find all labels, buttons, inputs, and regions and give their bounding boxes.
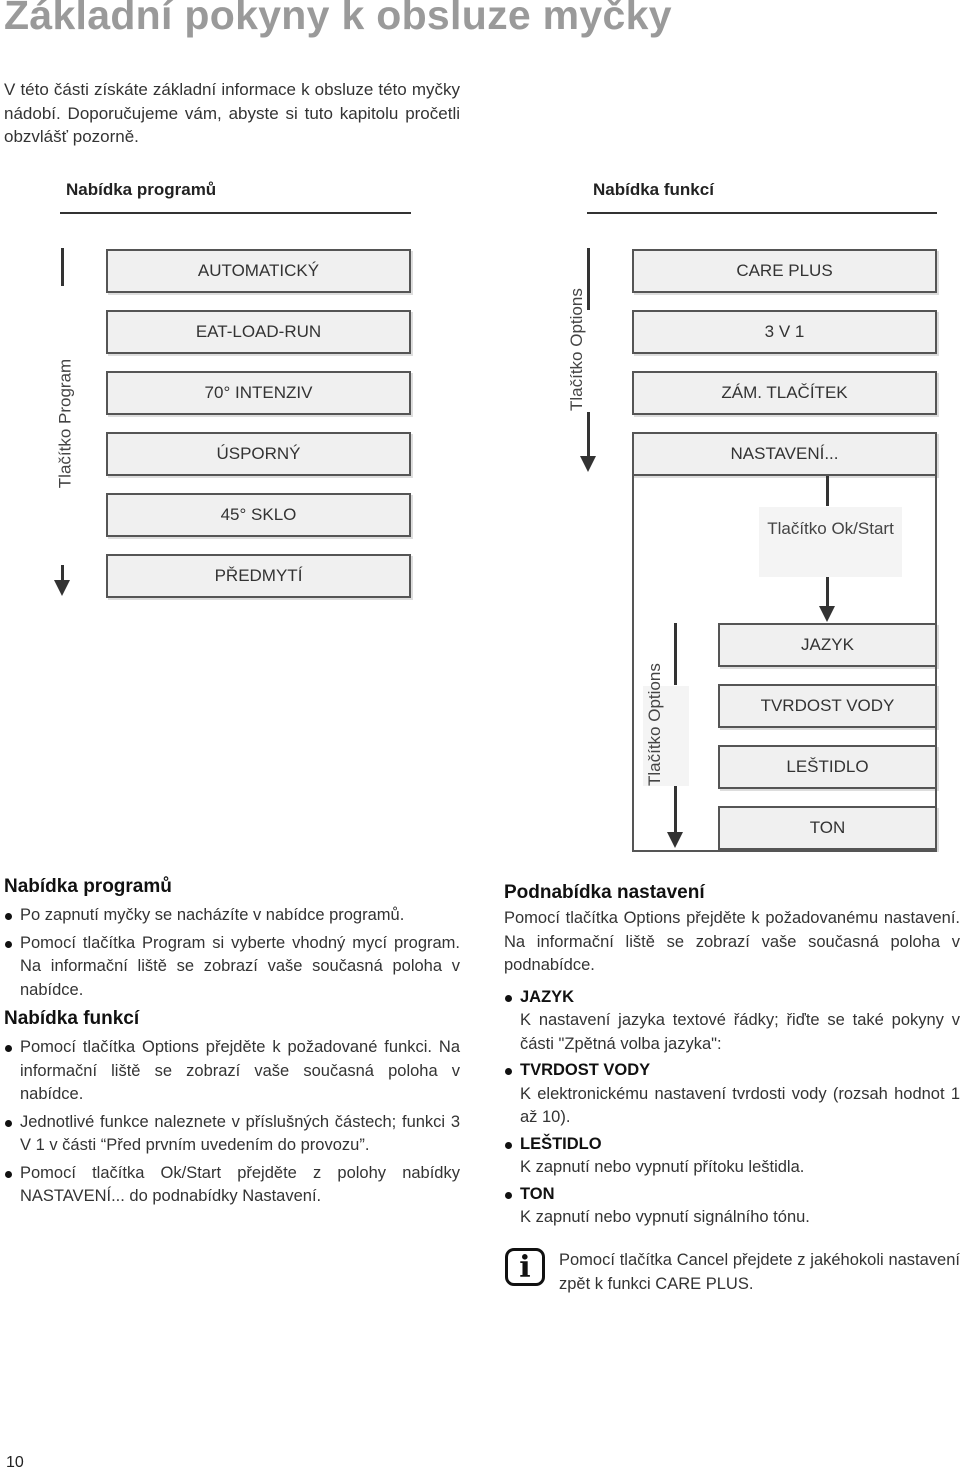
program-menu-heading: Nabídka programů	[4, 876, 172, 897]
item-label: LEŠTIDLO	[504, 1133, 960, 1157]
program-box-usporny: ÚSPORNÝ	[106, 432, 411, 476]
settings-frame-right	[935, 476, 937, 852]
options-arrow-line-top	[587, 248, 590, 310]
options-arrow-down-icon	[580, 456, 596, 472]
item-label: TON	[504, 1183, 960, 1207]
page-number: 10	[6, 1454, 24, 1471]
program-menu-rule	[60, 212, 411, 214]
item-desc: K zapnutí nebo vypnutí přítoku leštidla.	[520, 1158, 805, 1176]
item-label: TVRDOST VODY	[504, 1059, 960, 1083]
ok-arrow-down-icon	[819, 606, 835, 622]
function-box-3v1: 3 V 1	[632, 310, 937, 354]
program-arrow-line-top	[61, 248, 64, 286]
program-menu-header: Nabídka programů	[66, 180, 217, 199]
program-arrow-down-icon	[54, 580, 70, 596]
ok-arrow-line-bottom	[826, 577, 829, 607]
item-desc: K elektronickému nastavení tvrdosti vody…	[520, 1084, 960, 1127]
left-column: Nabídka programů Po zapnutí myčky se nac…	[4, 876, 460, 1213]
info-note: Pomocí tlačítka Cancel přejdete z jakého…	[559, 1251, 960, 1293]
function-box-zam-tlacitek: ZÁM. TLAČÍTEK	[632, 371, 937, 415]
list-item: Po zapnutí myčky se nacházíte v nabídce …	[4, 904, 460, 928]
page-title: Základní pokyny k obsluze myčky	[4, 0, 672, 38]
options-button-label: Tlačítko Options	[567, 288, 586, 411]
settings-box-ton: TON	[718, 806, 937, 850]
settings-box-tvrdost-vody: TVRDOST VODY	[718, 684, 937, 728]
settings-submenu-heading: Podnabídka nastavení	[504, 882, 705, 903]
settings-box-jazyk: JAZYK	[718, 623, 937, 667]
right-column: Podnabídka nastavení Pomocí tlačítka Opt…	[504, 882, 960, 1233]
item-desc: K nastavení jazyka textové řádky; řiďte …	[520, 1011, 960, 1053]
list-item: JAZYK K nastavení jazyka textové řádky; …	[504, 986, 960, 1057]
function-box-care-plus: CARE PLUS	[632, 249, 937, 293]
options-button-label-2: Tlačítko Options	[643, 663, 689, 786]
program-menu-list: Po zapnutí myčky se nacházíte v nabídce …	[4, 904, 460, 1002]
item-label: JAZYK	[504, 986, 960, 1010]
options2-arrow-down-icon	[667, 832, 683, 848]
list-item: TON K zapnutí nebo vypnutí signálního tó…	[504, 1183, 960, 1230]
settings-submenu-intro: Pomocí tlačítka Options přejděte k požad…	[504, 909, 960, 974]
settings-box-lestidlo: LEŠTIDLO	[718, 745, 937, 789]
settings-frame-left	[632, 476, 634, 852]
function-menu-header: Nabídka funkcí	[593, 180, 714, 199]
list-item: Pomocí tlačítka Options přejděte k požad…	[4, 1036, 460, 1107]
program-box-sklo: 45° SKLO	[106, 493, 411, 537]
list-item: Pomocí tlačítka Ok/Start přejděte z polo…	[4, 1162, 460, 1209]
function-menu-list: Pomocí tlačítka Options přejděte k požad…	[4, 1036, 460, 1209]
info-icon: i	[505, 1248, 545, 1286]
options-arrow-line-bottom	[587, 412, 590, 458]
function-menu-heading: Nabídka funkcí	[4, 1008, 140, 1029]
list-item: Pomocí tlačítka Program si vyberte vhodn…	[4, 932, 460, 1003]
program-arrow-line-bottom	[61, 565, 64, 581]
function-box-nastaveni: NASTAVENÍ...	[632, 432, 937, 476]
options2-arrow-line-bottom	[674, 786, 677, 834]
intro-paragraph: V této části získáte základní informace …	[4, 80, 460, 146]
list-item: Jednotlivé funkce naleznete v příslušnýc…	[4, 1111, 460, 1158]
program-box-intenziv: 70° INTENZIV	[106, 371, 411, 415]
options2-arrow-line-top	[674, 623, 677, 685]
function-menu-rule	[587, 212, 937, 214]
list-item: LEŠTIDLO K zapnutí nebo vypnutí přítoku …	[504, 1133, 960, 1180]
program-box-eat-load-run: EAT-LOAD-RUN	[106, 310, 411, 354]
settings-submenu-list: JAZYK K nastavení jazyka textové řádky; …	[504, 986, 960, 1230]
program-box-predmyti: PŘEDMYTÍ	[106, 554, 411, 598]
settings-frame-bottom	[632, 850, 937, 852]
ok-start-label: Tlačítko Ok/Start	[759, 507, 902, 577]
ok-arrow-line-top	[826, 476, 829, 506]
program-box-automaticky: AUTOMATICKÝ	[106, 249, 411, 293]
item-desc: K zapnutí nebo vypnutí signálního tónu.	[520, 1208, 810, 1226]
program-button-label: Tlačítko Program	[55, 358, 75, 489]
list-item: TVRDOST VODY K elektronickému nastavení …	[504, 1059, 960, 1130]
